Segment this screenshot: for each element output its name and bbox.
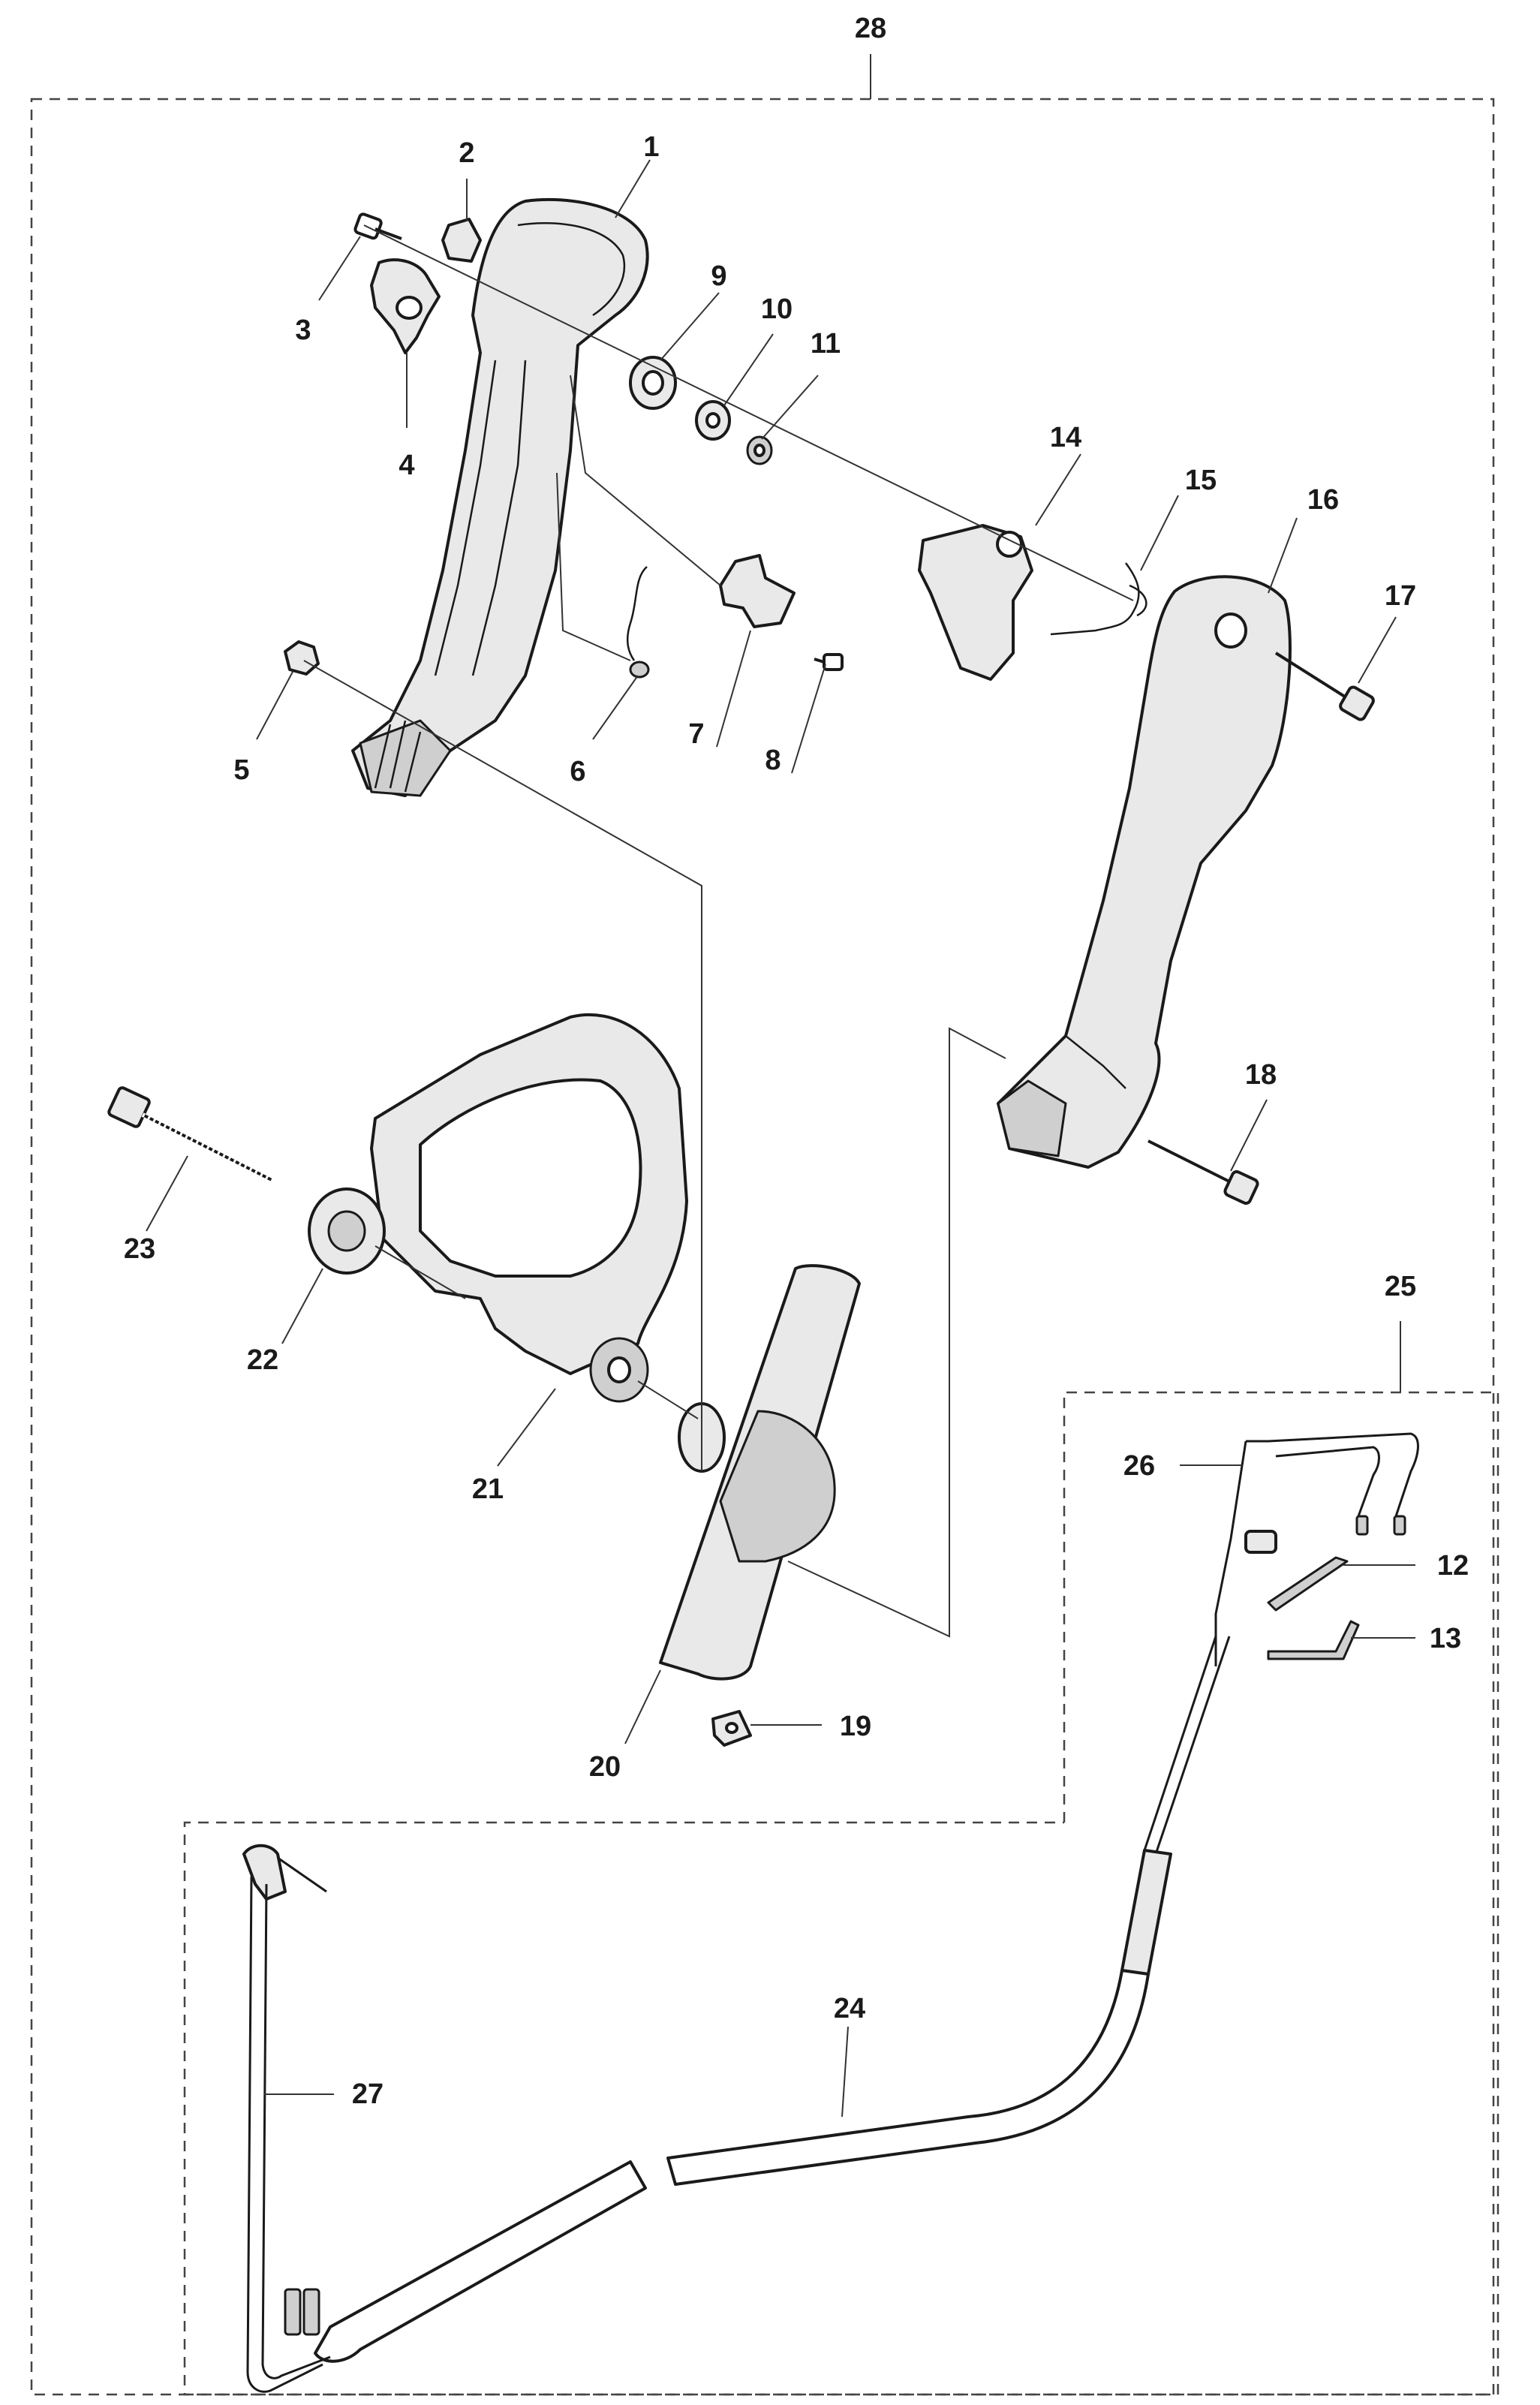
- callout-7: 7: [688, 718, 704, 750]
- callout-20: 20: [589, 1751, 621, 1783]
- callout-27: 27: [352, 2078, 383, 2110]
- part-nut-5: [284, 640, 320, 676]
- part-terminal-13: [1267, 1620, 1360, 1660]
- part-spring-15: [1050, 562, 1147, 636]
- callout-10: 10: [761, 293, 793, 325]
- part-screw-17: [1274, 652, 1375, 721]
- callout-2: 2: [459, 137, 474, 169]
- part-screw-8: [814, 653, 844, 671]
- callout-15: 15: [1185, 465, 1217, 496]
- callout-16: 16: [1307, 484, 1339, 516]
- callout-22: 22: [247, 1344, 278, 1376]
- callout-8: 8: [765, 745, 781, 776]
- callout-3: 3: [295, 315, 311, 346]
- part-cable-27: [242, 1844, 331, 2393]
- callout-12: 12: [1437, 1550, 1469, 1582]
- callout-6: 6: [570, 756, 585, 787]
- group-box-25: [183, 1321, 1499, 2396]
- part-screw-3: [353, 212, 402, 240]
- callout-25: 25: [1385, 1271, 1416, 1302]
- callout-24: 24: [834, 1993, 865, 2024]
- callout-leaders: [146, 159, 1415, 2118]
- part-bolt-23: [107, 1086, 273, 1182]
- part-cable-24: [314, 1636, 1231, 2363]
- part-harness-26: [1214, 1432, 1419, 1666]
- callout-5: 5: [233, 754, 249, 786]
- part-rear-handle-16: [997, 575, 1292, 1169]
- callout-13: 13: [1430, 1623, 1461, 1654]
- part-screw-18: [1147, 1139, 1259, 1206]
- part-clip: [370, 258, 441, 354]
- callout-28: 28: [855, 13, 886, 44]
- assembly-guide-lines: [303, 224, 1134, 1638]
- callout-4: 4: [399, 450, 414, 481]
- part-lever-7: [719, 554, 796, 628]
- callout-labels: 28 1 2 3 4 9 10 11 14 15 16 17 5 6 7 8 1…: [124, 13, 1469, 2110]
- callout-26: 26: [1123, 1450, 1155, 1482]
- part-spring-6: [626, 566, 650, 679]
- part-cap: [441, 218, 482, 263]
- part-washer-10: [695, 400, 731, 441]
- callout-11: 11: [811, 328, 841, 360]
- callout-18: 18: [1245, 1059, 1277, 1091]
- part-handle-housing: [351, 198, 649, 797]
- part-terminal-12: [1267, 1556, 1349, 1612]
- callout-9: 9: [711, 260, 726, 292]
- part-lockwasher-11: [746, 435, 773, 465]
- callout-1: 1: [643, 131, 659, 163]
- part-bushing-9: [629, 356, 677, 410]
- callout-23: 23: [124, 1233, 155, 1265]
- part-clamp-21: [370, 1013, 688, 1403]
- part-trigger-14: [918, 524, 1033, 681]
- part-grip-tube-20: [659, 1264, 861, 1681]
- callout-21: 21: [472, 1473, 504, 1505]
- part-knob-22: [308, 1187, 386, 1275]
- callout-17: 17: [1385, 580, 1416, 612]
- callout-14: 14: [1050, 422, 1081, 453]
- callout-19: 19: [840, 1711, 871, 1742]
- part-nut-19: [711, 1710, 752, 1747]
